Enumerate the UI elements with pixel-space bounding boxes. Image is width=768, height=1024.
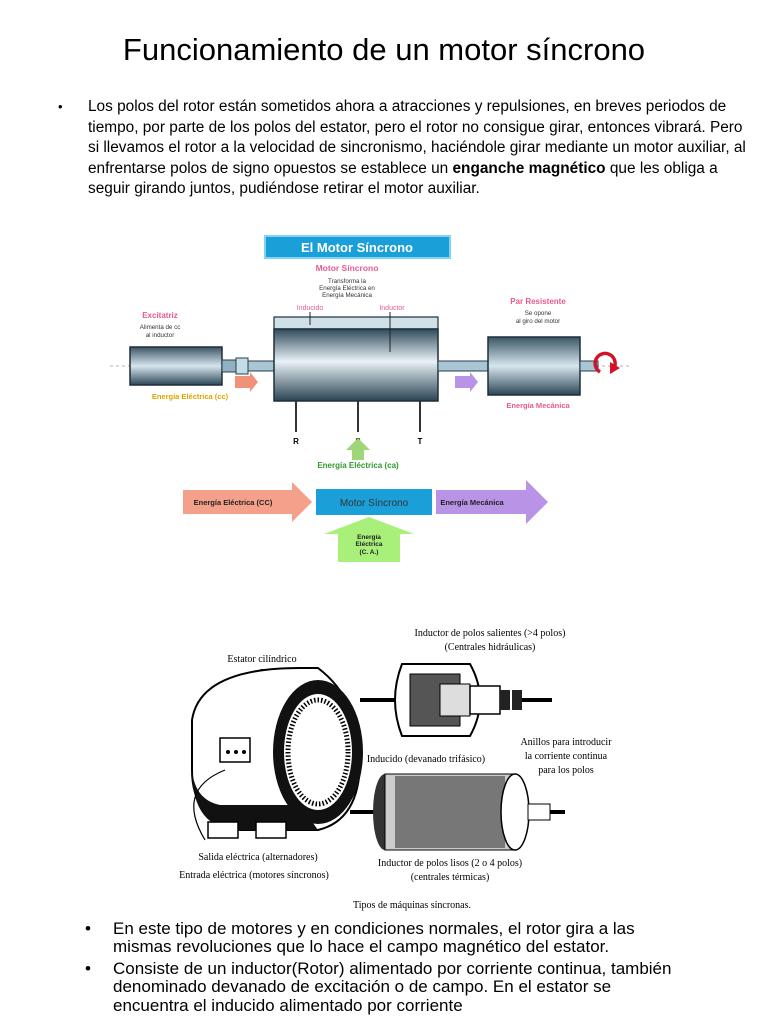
- inducido-label-2: Inducido (devanado trifásico): [367, 754, 485, 765]
- list-item-text: Consiste de un inductor(Rotor) alimentad…: [113, 959, 671, 1015]
- motor-sincrono-diagram: El Motor Síncrono Motor Síncrono Transfo…: [100, 232, 640, 568]
- page-title: Funcionamiento de un motor síncrono: [0, 32, 768, 68]
- estator-label: Estator cilíndrico: [227, 654, 296, 665]
- motor-top-band: [274, 317, 438, 329]
- shaft-left: [248, 361, 274, 371]
- par-desc-1: Se opone: [525, 310, 552, 317]
- excitatriz-desc-2: al inductor: [146, 332, 175, 339]
- motor-desc-2: Energía Eléctrica en: [319, 285, 375, 292]
- inductor-lisos-1: Inductor de polos lisos (2 o 4 polos): [378, 858, 522, 869]
- paragraph-bold: enganche magnético: [453, 160, 606, 177]
- cylindrical-rotor-drawing: [350, 774, 565, 850]
- shaft-right: [438, 361, 488, 371]
- paragraph-text: Los polos del rotor están sometidos ahor…: [88, 97, 748, 200]
- excitatriz-desc-1: Alimenta de cc: [140, 324, 181, 331]
- motor-title: Motor Síncrono: [316, 263, 379, 273]
- energia-ca-label: Energía Eléctrica (ca): [317, 461, 399, 470]
- par-desc-2: al giro del motor: [516, 318, 560, 325]
- list-item: • Consiste de un inductor(Rotor) aliment…: [85, 960, 685, 1015]
- flow-bottom-1: Energía: [357, 534, 381, 541]
- excitatriz-block: [130, 347, 222, 385]
- list-item: • En este tipo de motores y en condicion…: [85, 920, 685, 957]
- salida-label: Salida eléctrica (alternadores): [198, 852, 317, 863]
- anillos-3: para los polos: [538, 765, 594, 776]
- arrow-cc-icon: [235, 372, 258, 392]
- arrow-mecanica-icon: [455, 372, 478, 392]
- bullet-mark: •: [58, 97, 63, 118]
- energia-mecanica-label: Energía Mecánica: [506, 401, 570, 410]
- motor-body: [274, 329, 438, 401]
- salient-pole-rotor-drawing: [360, 664, 552, 736]
- flow-center-label: Motor Síncrono: [340, 498, 409, 509]
- stator-drawing: [192, 668, 363, 840]
- maquinas-sincronas-figure: Estator cilíndrico Inductor de polos sal…: [145, 620, 635, 915]
- flow-bottom-3: (C. A.): [360, 549, 379, 556]
- excitatriz-label: Excitatriz: [142, 311, 178, 320]
- energia-cc-label: Energía Eléctrica (cc): [152, 392, 229, 401]
- inductor-salientes-2: (Centrales hidráulicas): [445, 642, 536, 653]
- flow-right-label: Energía Mecánica: [440, 498, 504, 507]
- motor-desc-3: Energía Mecánica: [322, 292, 372, 299]
- diagram-header: El Motor Síncrono: [301, 240, 413, 255]
- flow-bottom-2: Eléctrica: [355, 541, 382, 548]
- figure-caption: Tipos de máquinas síncronas.: [353, 900, 471, 911]
- intro-paragraph: • Los polos del rotor están sometidos ah…: [58, 97, 748, 200]
- inductor-label: Inductor: [379, 305, 405, 312]
- terminal-r: R: [293, 437, 299, 446]
- bullet-mark: •: [85, 920, 91, 938]
- motor-desc-1: Transforma la: [328, 278, 366, 285]
- inductor-salientes-1: Inductor de polos salientes (>4 polos): [415, 628, 566, 639]
- inducido-label: Inducido: [297, 305, 324, 312]
- bullet-list: • En este tipo de motores y en condicion…: [85, 920, 685, 1018]
- coupling-left: [222, 360, 236, 372]
- inductor-lisos-2: (centrales térmicas): [411, 872, 490, 883]
- coupling-left-2: [236, 358, 248, 374]
- anillos-1: Anillos para introducir: [520, 737, 612, 748]
- arrow-ca-icon: [346, 438, 370, 460]
- flow-left-label: Energía Eléctrica (CC): [194, 498, 273, 507]
- entrada-label: Entrada eléctrica (motores síncronos): [179, 870, 329, 881]
- anillos-2: la corriente continua: [525, 751, 608, 762]
- bullet-mark: •: [85, 960, 91, 978]
- list-item-text: En este tipo de motores y en condiciones…: [113, 919, 635, 956]
- par-resistente-label: Par Resistente: [510, 297, 566, 306]
- terminal-t: T: [418, 437, 423, 446]
- load-block: [488, 337, 580, 395]
